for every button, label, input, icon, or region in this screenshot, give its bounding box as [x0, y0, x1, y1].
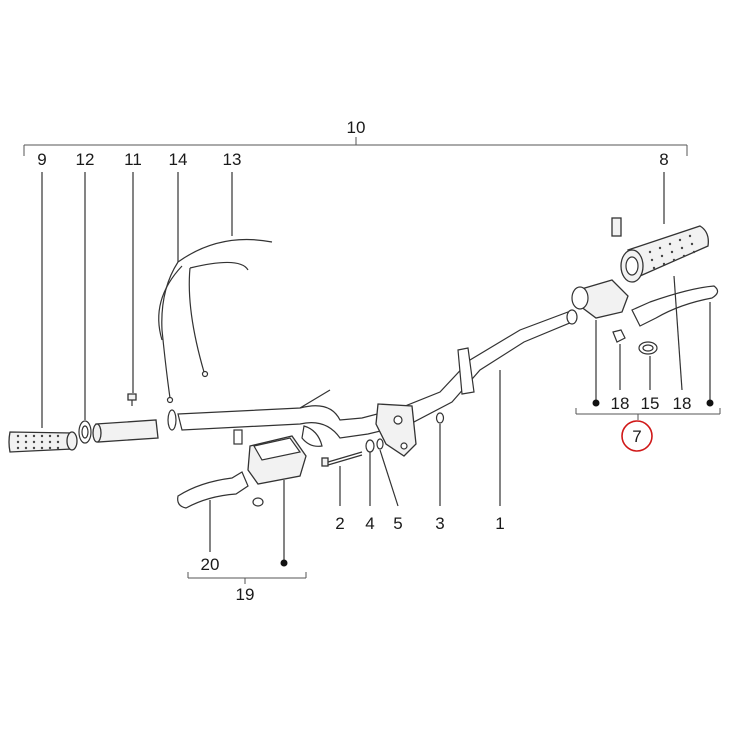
callout-3: 3 — [435, 514, 444, 533]
dot-7-left — [592, 399, 600, 407]
leader-lines-top — [41, 172, 665, 428]
callout-13: 13 — [223, 150, 242, 169]
master-cylinder — [233, 429, 307, 507]
right-lever-clamp — [571, 279, 629, 319]
callout-14: 14 — [169, 150, 188, 169]
cables — [158, 238, 273, 404]
right-grip — [611, 217, 709, 283]
brake-lever-right — [631, 285, 719, 327]
callout-20: 20 — [201, 555, 220, 574]
callout-1: 1 — [495, 514, 504, 533]
spring-15 — [638, 341, 658, 355]
callout-2: 2 — [335, 514, 344, 533]
callout-15: 15 — [641, 394, 660, 413]
washer-12 — [78, 420, 92, 444]
washer-4 — [365, 439, 375, 453]
callout-18-left: 18 — [611, 394, 630, 413]
leader-lines-right — [595, 275, 711, 402]
left-grip — [8, 431, 78, 453]
bracket-19 — [187, 572, 307, 584]
callout-18-right: 18 — [673, 394, 692, 413]
throttle-sleeve — [92, 409, 177, 443]
highlight-circle-7 — [621, 420, 653, 452]
callout-12: 12 — [76, 150, 95, 169]
nut-18 — [612, 329, 626, 343]
screw-11 — [127, 393, 137, 406]
bracket-7 — [575, 408, 721, 420]
bolt-2 — [321, 451, 363, 467]
center-bracket — [375, 403, 417, 457]
leader-lines-bottom — [339, 370, 501, 507]
washer-3 — [435, 412, 445, 424]
callout-11: 11 — [124, 150, 142, 169]
callout-4: 4 — [365, 514, 374, 533]
callout-5: 5 — [393, 514, 402, 533]
callout-10: 10 — [347, 118, 366, 137]
callout-9: 9 — [37, 150, 46, 169]
brake-lever-left — [177, 471, 249, 509]
bracket-10 — [23, 137, 688, 156]
callout-7: 7 — [632, 427, 641, 446]
dot-19 — [280, 559, 288, 567]
callout-19: 19 — [236, 585, 255, 604]
handlebar-tube — [177, 309, 578, 447]
callout-8: 8 — [659, 150, 668, 169]
dot-7-right — [706, 399, 714, 407]
nut-5 — [376, 438, 384, 450]
